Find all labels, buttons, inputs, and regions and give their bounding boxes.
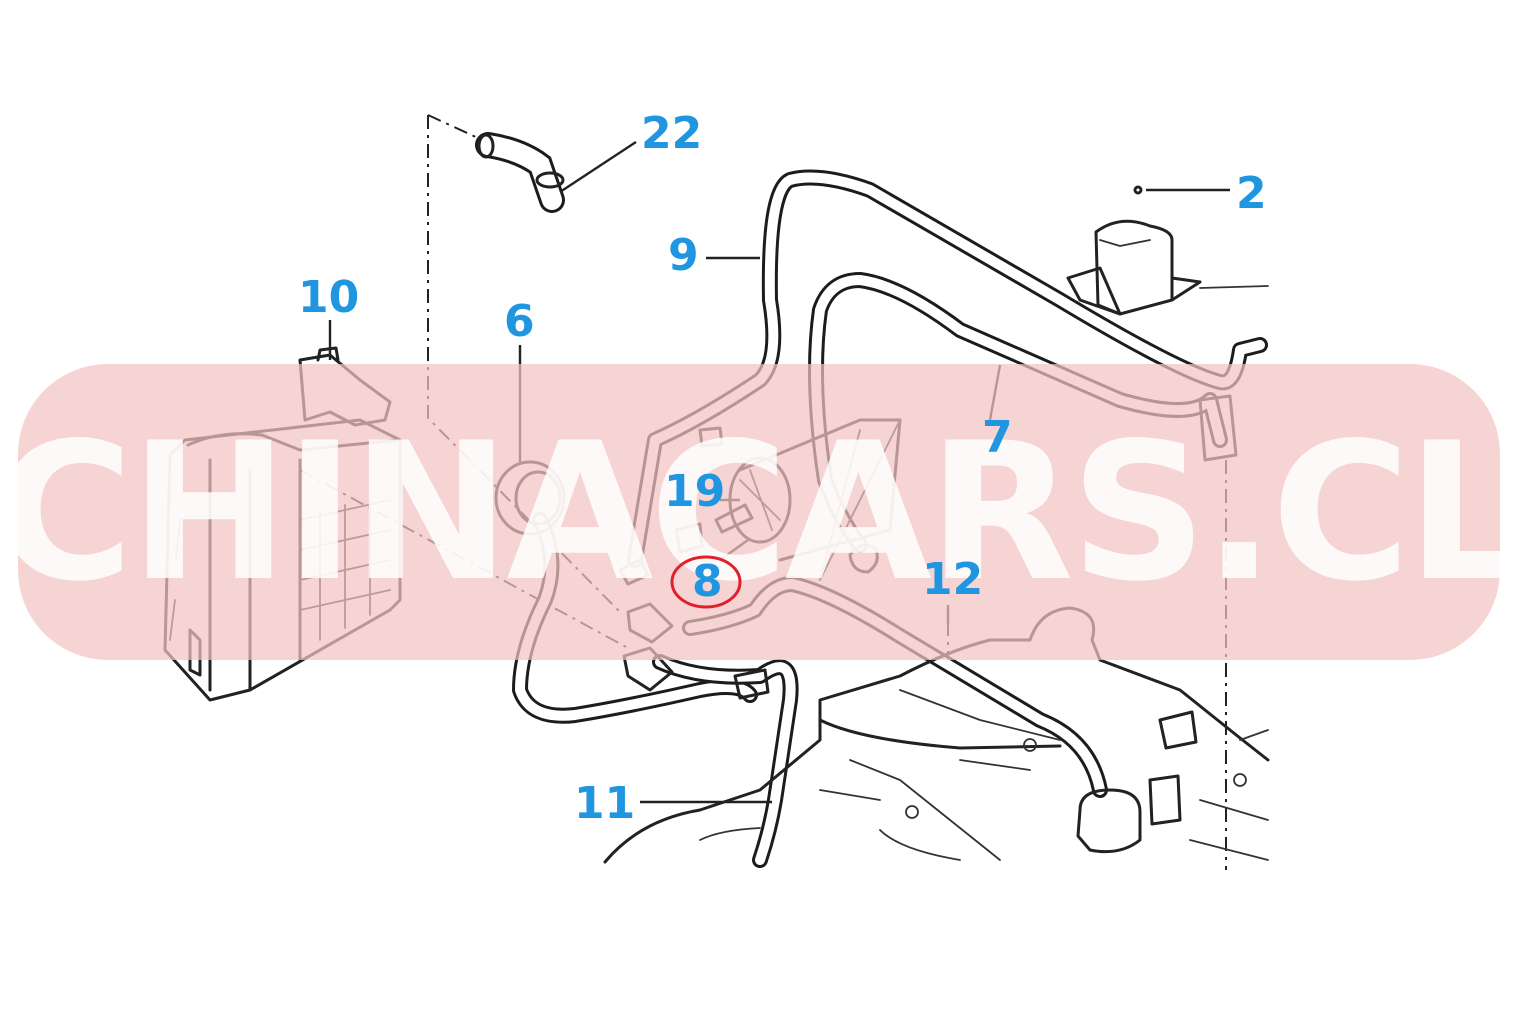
callout-22: 22 <box>641 108 702 159</box>
callout-11: 11 <box>574 778 635 829</box>
callout-10: 10 <box>298 272 359 323</box>
callout-12: 12 <box>922 554 983 605</box>
callouts: 22 2 9 10 6 7 19 8 12 11 <box>298 108 1267 829</box>
bracket-2 <box>1066 185 1269 316</box>
callout-19: 19 <box>664 466 725 517</box>
callout-9: 9 <box>668 230 699 281</box>
watermark: CHINACARS.CL <box>0 364 1517 660</box>
watermark-text: CHINACARS.CL <box>0 402 1517 623</box>
callout-8: 8 <box>692 556 723 607</box>
watermark-band <box>18 364 1500 660</box>
callout-2: 2 <box>1236 168 1267 219</box>
hose-22 <box>475 132 565 213</box>
callout-6: 6 <box>504 296 535 347</box>
highlight-ring-8 <box>670 555 742 609</box>
callout-7: 7 <box>982 412 1013 463</box>
